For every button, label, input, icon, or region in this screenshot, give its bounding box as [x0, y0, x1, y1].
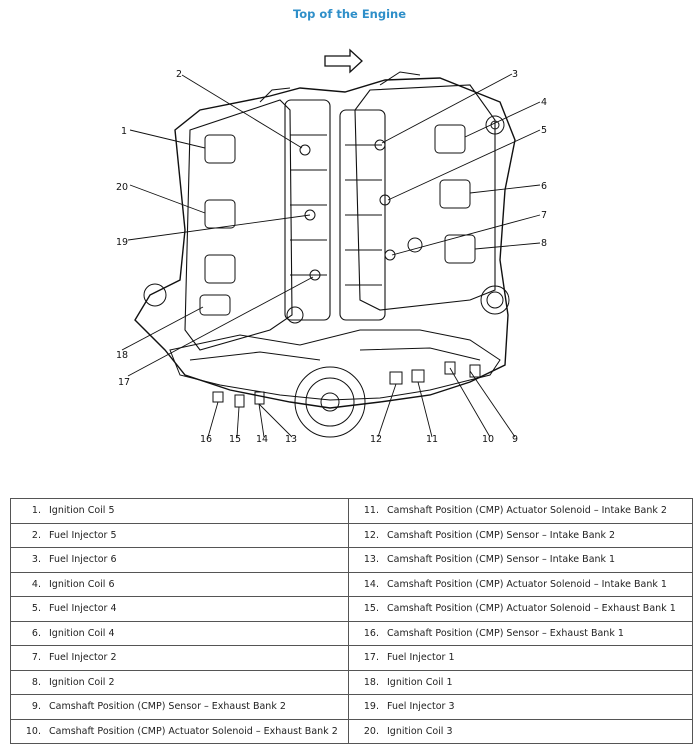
legend-text: Ignition Coil 4: [49, 627, 115, 639]
page-title: Top of the Engine: [292, 7, 407, 21]
table-row: 3. Fuel Injector 6 13. Camshaft Position (…: [10, 547, 693, 573]
legend-text: Camshaft Position (CMP) Sensor – Intake …: [387, 554, 616, 566]
legend-number: 9.: [31, 701, 41, 713]
callout-1: 1: [121, 126, 127, 137]
legend-cell: 13. Camshaft Position (CMP) Sensor – Inta…: [348, 547, 693, 573]
legend-text: Ignition Coil 1: [387, 676, 453, 688]
legend-number: 17.: [363, 652, 379, 664]
legend-cell: 4. Ignition Coil 6: [10, 571, 349, 597]
callout-10: 10: [482, 434, 494, 445]
callout-19: 19: [116, 237, 128, 248]
legend-cell: 2. Fuel Injector 5: [10, 522, 349, 548]
callout-3: 3: [512, 69, 518, 80]
legend-cell: 6. Ignition Coil 4: [10, 620, 349, 646]
legend-number: 8.: [31, 676, 41, 688]
engine-illustration: 1 2 3 4 5 6 7 8 9 10 11 12 13 14 15 16 1…: [116, 48, 547, 445]
legend-text: Camshaft Position (CMP) Actuator Solenoi…: [387, 603, 676, 615]
legend-text: Fuel Injector 6: [49, 554, 117, 566]
legend-text: Fuel Injector 3: [387, 701, 455, 713]
legend-text: Fuel Injector 1: [387, 652, 455, 664]
legend-number: 18.: [363, 676, 379, 688]
table-row: 9. Camshaft Position (CMP) Sensor – Exhau…: [10, 694, 693, 720]
front-arrow-icon: [324, 48, 363, 74]
table-row: 7. Fuel Injector 2 17. Fuel Injector 1: [10, 645, 693, 671]
legend-text: Camshaft Position (CMP) Actuator Solenoi…: [387, 505, 667, 517]
legend-cell: 20. Ignition Coil 3: [348, 718, 693, 744]
callout-8: 8: [541, 238, 547, 249]
legend-cell: 11. Camshaft Position (CMP) Actuator Sole…: [348, 498, 693, 524]
legend-text: Ignition Coil 3: [387, 725, 453, 737]
parts-legend-table: 1. Ignition Coil 5 11. Camshaft Position (…: [10, 498, 693, 744]
legend-text: Camshaft Position (CMP) Sensor – Exhaust…: [387, 627, 624, 639]
callout-12: 12: [370, 434, 382, 445]
legend-cell: 8. Ignition Coil 2: [10, 669, 349, 695]
legend-number: 10.: [25, 725, 41, 737]
legend-number: 16.: [363, 627, 379, 639]
table-row: 8. Ignition Coil 2 18. Ignition Coil 1: [10, 669, 693, 695]
callout-14: 14: [256, 434, 268, 445]
legend-cell: 12. Camshaft Position (CMP) Sensor – Inta…: [348, 522, 693, 548]
legend-number: 20.: [363, 725, 379, 737]
legend-cell: 7. Fuel Injector 2: [10, 645, 349, 671]
legend-text: Ignition Coil 5: [49, 505, 115, 517]
legend-text: Fuel Injector 4: [49, 603, 117, 615]
legend-number: 12.: [363, 529, 379, 541]
legend-text: Ignition Coil 6: [49, 578, 115, 590]
legend-text: Fuel Injector 5: [49, 529, 117, 541]
legend-number: 5.: [31, 603, 41, 615]
legend-number: 15.: [363, 603, 379, 615]
callout-11: 11: [426, 434, 438, 445]
callout-18: 18: [116, 350, 128, 361]
legend-number: 3.: [31, 554, 41, 566]
callout-labels: 1 2 3 4 5 6 7 8 9 10 11 12 13 14 15 16 1…: [116, 69, 547, 445]
legend-cell: 19. Fuel Injector 3: [348, 694, 693, 720]
legend-text: Fuel Injector 2: [49, 652, 117, 664]
callout-7: 7: [541, 210, 547, 221]
callout-2: 2: [176, 69, 182, 80]
table-row: 5. Fuel Injector 4 15. Camshaft Position (…: [10, 596, 693, 622]
callout-16: 16: [200, 434, 212, 445]
legend-cell: 10. Camshaft Position (CMP) Actuator Sole…: [10, 718, 349, 744]
legend-cell: 3. Fuel Injector 6: [10, 547, 349, 573]
legend-cell: 9. Camshaft Position (CMP) Sensor – Exhau…: [10, 694, 349, 720]
engine-drawing: [134, 48, 516, 438]
legend-number: 13.: [363, 554, 379, 566]
legend-number: 19.: [363, 701, 379, 713]
legend-number: 7.: [31, 652, 41, 664]
legend-cell: 5. Fuel Injector 4: [10, 596, 349, 622]
callout-13: 13: [285, 434, 297, 445]
legend-number: 1.: [31, 505, 41, 517]
table-row: 1. Ignition Coil 5 11. Camshaft Position (…: [10, 498, 693, 524]
callout-17: 17: [118, 377, 130, 388]
legend-text: Ignition Coil 2: [49, 676, 115, 688]
callout-4: 4: [541, 97, 547, 108]
legend-cell: 16. Camshaft Position (CMP) Sensor – Exha…: [348, 620, 693, 646]
legend-cell: 18. Ignition Coil 1: [348, 669, 693, 695]
legend-cell: 14. Camshaft Position (CMP) Actuator Sole…: [348, 571, 693, 597]
leader-lines: [121, 73, 541, 438]
engine-diagram: 1 2 3 4 5 6 7 8 9 10 11 12 13 14 15 16 1…: [0, 30, 699, 460]
table-row: 6. Ignition Coil 4 16. Camshaft Position (…: [10, 620, 693, 646]
legend-number: 11.: [363, 505, 379, 517]
legend-text: Camshaft Position (CMP) Sensor – Exhaust…: [49, 701, 286, 713]
callout-5: 5: [541, 125, 547, 136]
legend-number: 6.: [31, 627, 41, 639]
legend-number: 14.: [363, 578, 379, 590]
legend-cell: 15. Camshaft Position (CMP) Actuator Sole…: [348, 596, 693, 622]
table-row: 2. Fuel Injector 5 12. Camshaft Position (…: [10, 522, 693, 548]
table-row: 4. Ignition Coil 6 14. Camshaft Position (…: [10, 571, 693, 597]
legend-number: 4.: [31, 578, 41, 590]
legend-number: 2.: [31, 529, 41, 541]
callout-15: 15: [229, 434, 241, 445]
callout-20: 20: [116, 182, 128, 193]
legend-cell: 1. Ignition Coil 5: [10, 498, 349, 524]
table-row: 10. Camshaft Position (CMP) Actuator Sole…: [10, 718, 693, 744]
legend-text: Camshaft Position (CMP) Actuator Solenoi…: [49, 725, 338, 737]
legend-text: Camshaft Position (CMP) Actuator Solenoi…: [387, 578, 667, 590]
legend-text: Camshaft Position (CMP) Sensor – Intake …: [387, 529, 616, 541]
legend-cell: 17. Fuel Injector 1: [348, 645, 693, 671]
callout-6: 6: [541, 181, 547, 192]
callout-9: 9: [512, 434, 518, 445]
